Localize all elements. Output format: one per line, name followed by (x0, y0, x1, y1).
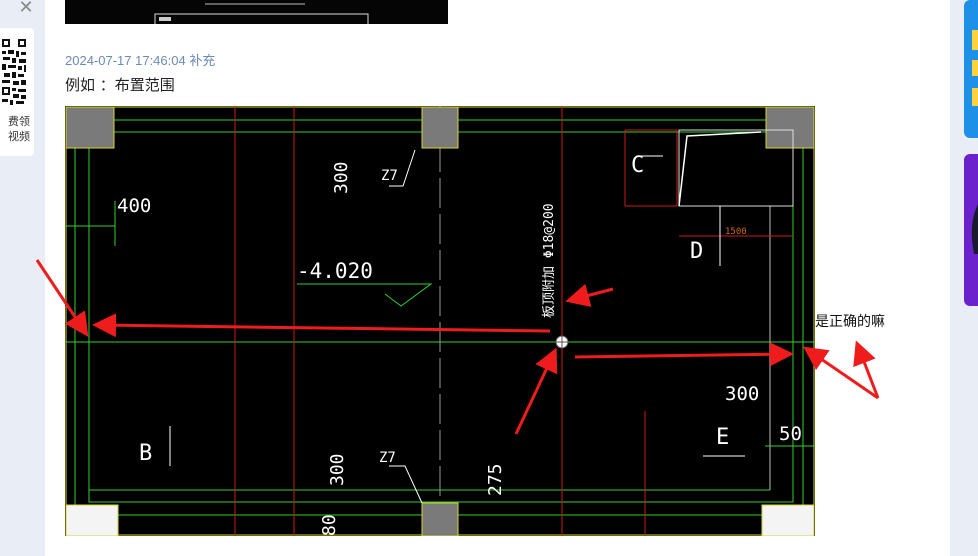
cad-label-e: E (716, 425, 729, 450)
previous-attachment-image[interactable] (65, 0, 448, 24)
cad-dim-275: 275 (485, 463, 506, 496)
post-content-card: 2024-07-17 17:46:04 补充 例如 ：布置范围 (45, 0, 950, 556)
cad-label-b: B (139, 441, 152, 466)
close-icon[interactable]: ✕ (18, 0, 34, 18)
promo-banner-blue[interactable] (964, 0, 978, 138)
cad-dim-80: 80 (319, 514, 340, 536)
cad-dim-300-bottom: 300 (327, 453, 348, 486)
cad-dim-300-right: 300 (725, 383, 759, 405)
widget-text-line1: 费领 (8, 115, 30, 128)
qr-code-icon (0, 37, 28, 107)
cad-label-d: D (690, 239, 703, 264)
cad-z7-bottom: Z7 (379, 450, 396, 466)
cad-dim-400: 400 (117, 195, 151, 217)
cad-dim-1500: 1500 (725, 227, 747, 237)
cad-elevation: -4.020 (297, 259, 373, 283)
post-timestamp: 2024-07-17 17:46:04 补充 (65, 53, 216, 68)
question-text: 是正确的嘛 (815, 314, 885, 330)
post-body-text: 例如 ：布置范围 (65, 76, 175, 94)
cad-z7-top: Z7 (381, 168, 398, 184)
cad-dim-50: 50 (779, 423, 802, 445)
promo-banner-purple[interactable] (964, 154, 978, 306)
cad-dim-300-top: 300 (331, 161, 352, 194)
cad-rebar-label: 板顶附加 Φ18@200 (542, 203, 557, 318)
floating-app-widget[interactable]: 费领 视频 (0, 28, 34, 156)
cad-drawing-image[interactable]: 400 -4.020 300 Z7 板顶附加 Φ18@200 C 1500 D … (65, 106, 815, 536)
cad-label-c: C (631, 153, 644, 178)
widget-text-line2: 视频 (8, 130, 30, 143)
right-sidebar-banners (964, 0, 978, 556)
